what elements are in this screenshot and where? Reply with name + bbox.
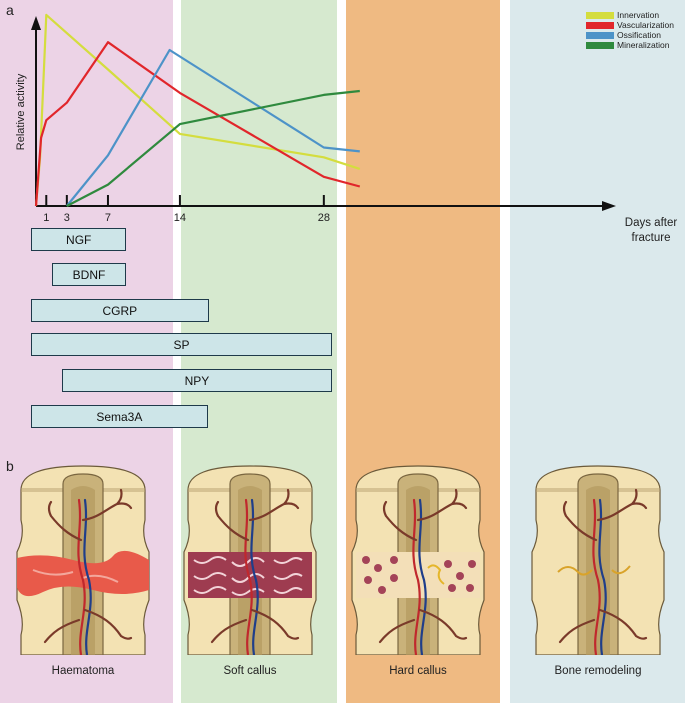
stage-label: Hard callus bbox=[389, 665, 447, 677]
panel-label-b: b bbox=[6, 458, 14, 474]
factor-bar-sp: SP bbox=[31, 333, 333, 356]
series-line-vascularization bbox=[34, 41, 361, 207]
legend-swatch bbox=[586, 21, 614, 29]
legend-entry: Innervation bbox=[586, 10, 674, 20]
factor-bar-ngf: NGF bbox=[31, 228, 127, 251]
x-axis-arrow bbox=[602, 201, 616, 211]
x-axis-label-line: fracture bbox=[632, 232, 671, 244]
legend-swatch bbox=[586, 11, 614, 19]
y-axis-arrow bbox=[31, 16, 41, 30]
stage-label: Soft callus bbox=[223, 665, 277, 677]
legend-entry: Mineralization bbox=[586, 40, 674, 50]
legend-label: Mineralization bbox=[617, 40, 670, 50]
x-tick-label: 14 bbox=[174, 212, 186, 224]
legend-swatch bbox=[586, 31, 614, 39]
stage-label: Haematoma bbox=[51, 665, 115, 677]
legend-label: Vascularization bbox=[617, 20, 675, 30]
factor-bar-sema3a: Sema3A bbox=[31, 405, 208, 428]
bone-illustration-remodel bbox=[528, 460, 668, 660]
factor-bar-bdnf: BDNF bbox=[51, 263, 127, 286]
stage-label: Bone remodeling bbox=[554, 665, 642, 677]
series-line-ossification bbox=[65, 48, 360, 207]
series-line-innervation bbox=[34, 13, 361, 207]
x-tick-label: 28 bbox=[318, 212, 330, 224]
bone-illustration-hard bbox=[348, 460, 488, 660]
factor-bar-cgrp: CGRP bbox=[31, 299, 209, 322]
legend-swatch bbox=[586, 41, 614, 49]
x-tick-label: 7 bbox=[105, 212, 111, 224]
bone-illustration-haematoma bbox=[13, 460, 153, 660]
bone-illustration-soft bbox=[180, 460, 320, 660]
legend-entry: Ossification bbox=[586, 30, 674, 40]
legend-label: Innervation bbox=[617, 10, 660, 20]
series-line-mineralization bbox=[66, 89, 360, 207]
legend-label: Ossification bbox=[617, 30, 661, 40]
x-tick-label: 1 bbox=[43, 212, 49, 224]
factor-bar-npy: NPY bbox=[61, 369, 333, 392]
y-axis-label: Relative activity bbox=[15, 73, 27, 150]
legend-entry: Vascularization bbox=[586, 20, 674, 30]
x-tick-label: 3 bbox=[64, 212, 70, 224]
x-axis-label-line: Days after bbox=[625, 217, 678, 229]
panel-label-a: a bbox=[6, 2, 14, 18]
